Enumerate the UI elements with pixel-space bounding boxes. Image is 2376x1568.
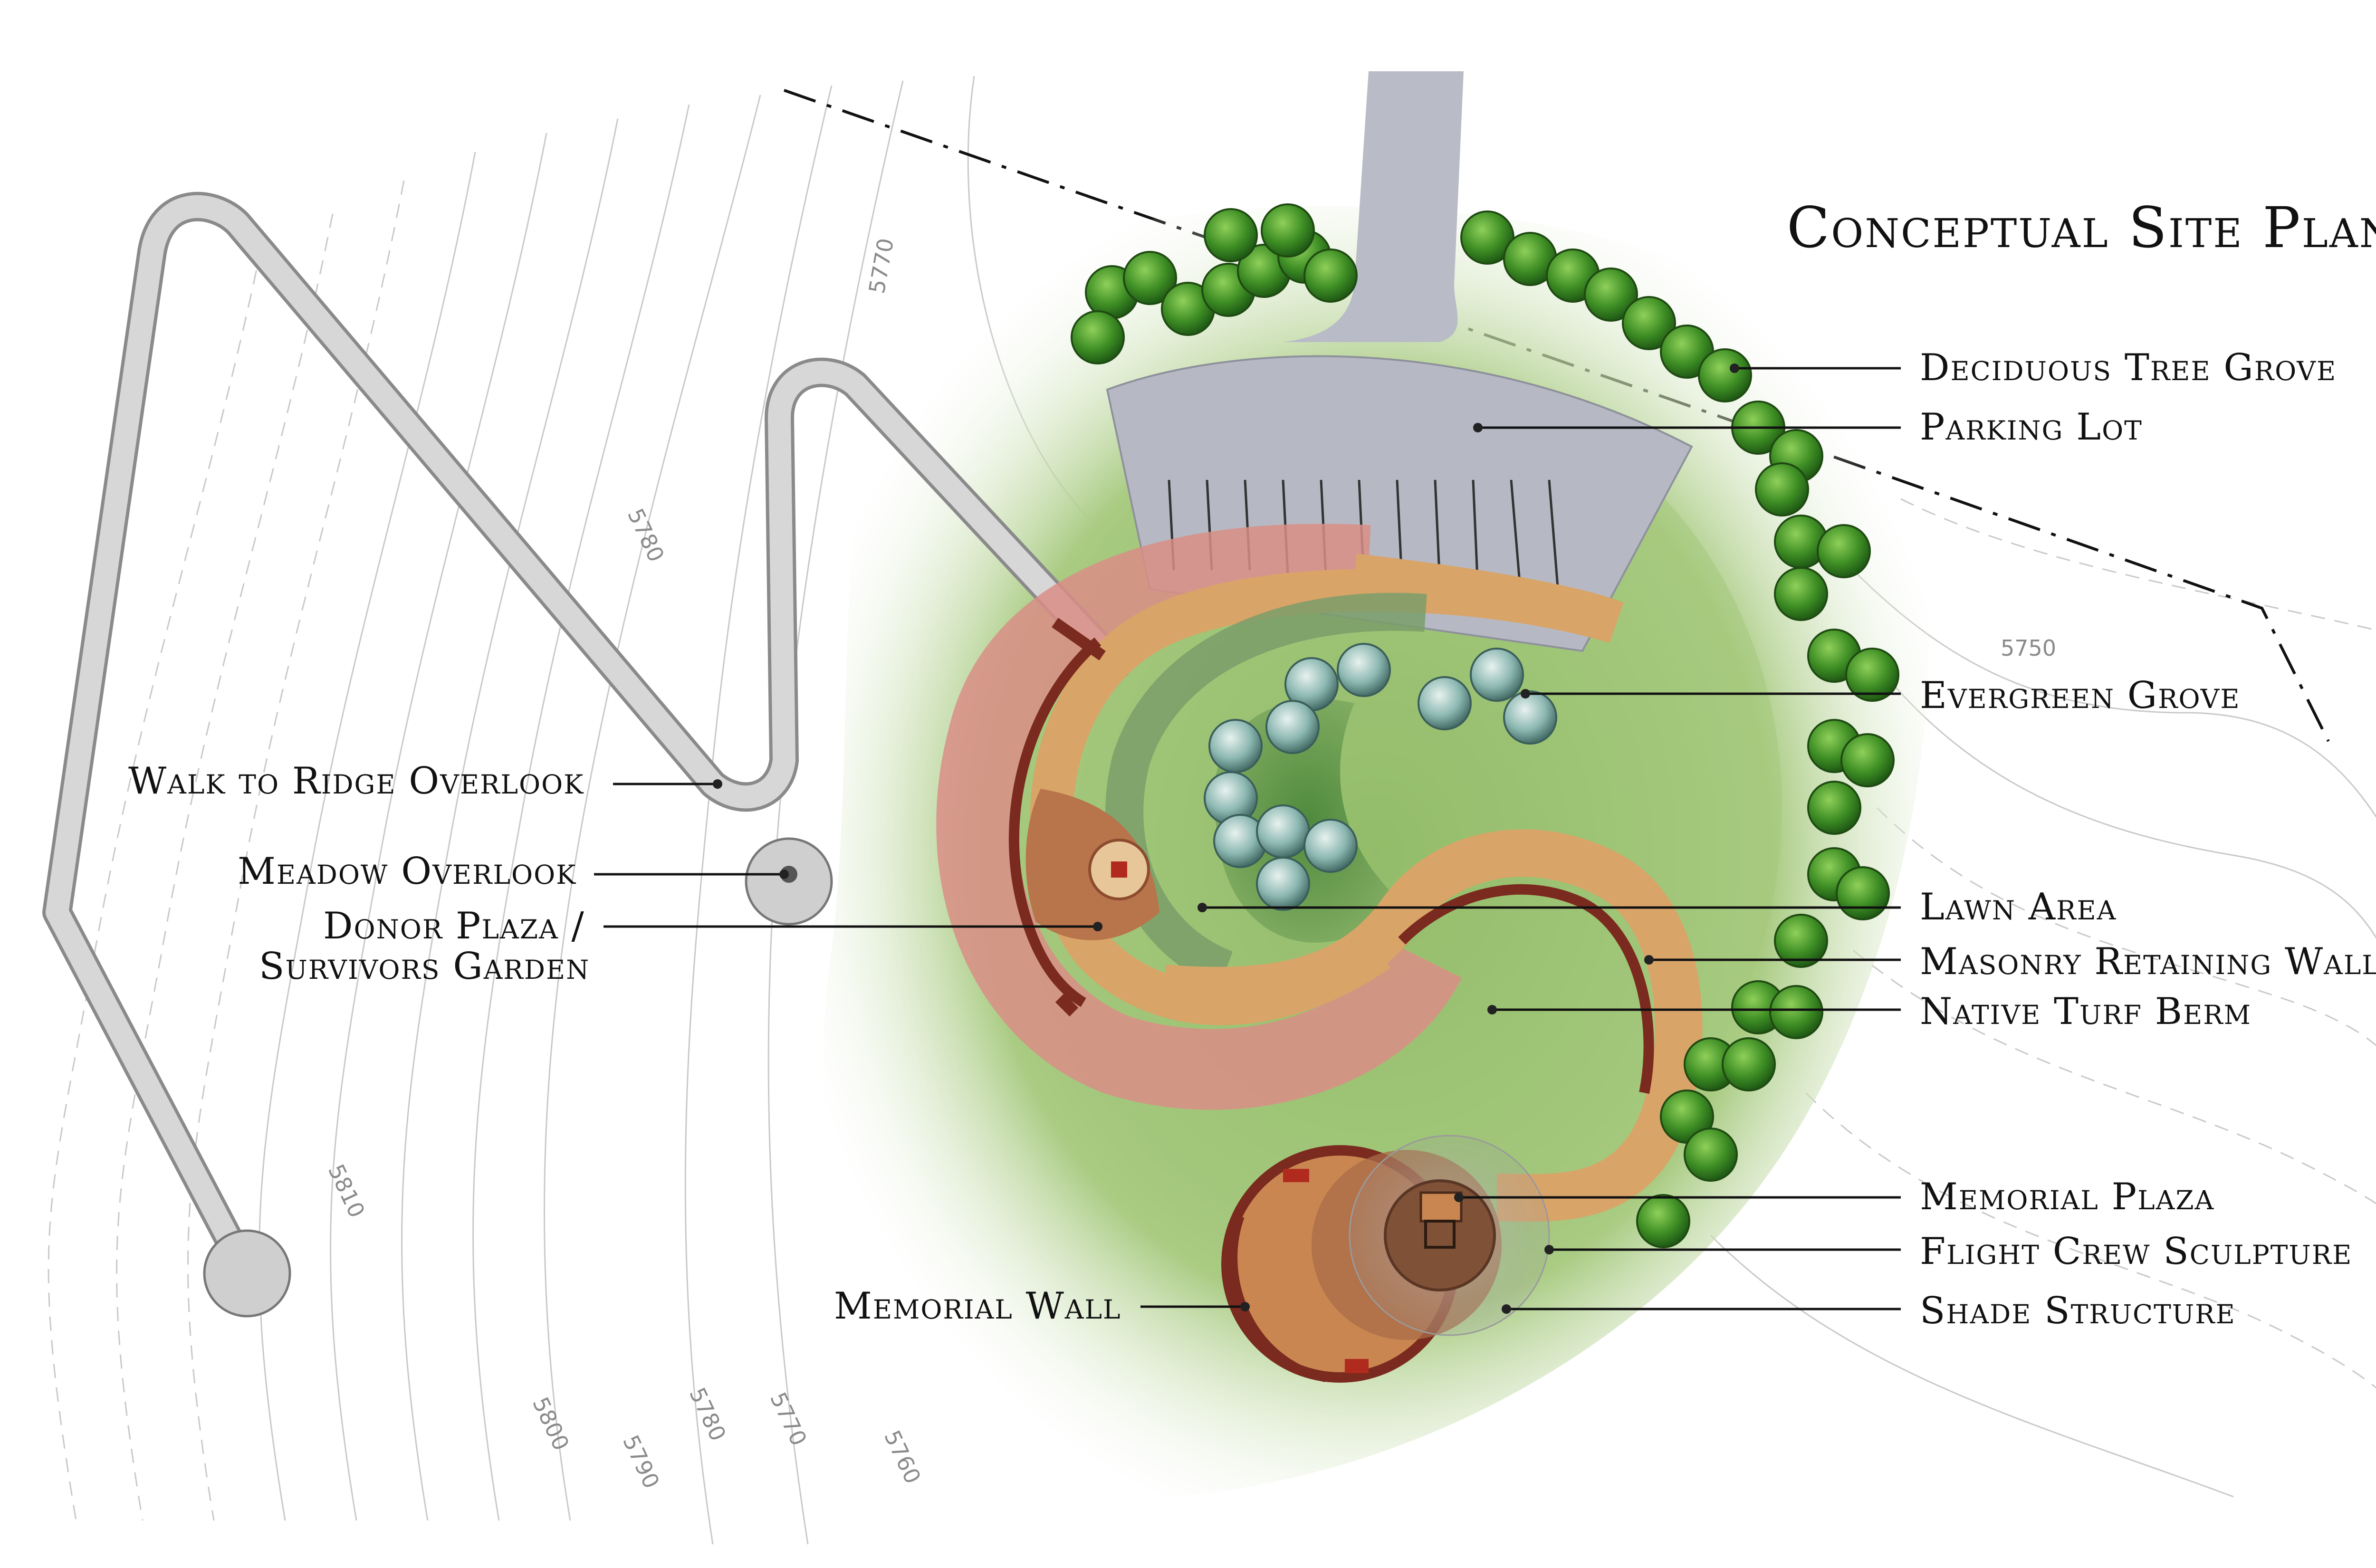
leader-dot-parking <box>1473 423 1483 432</box>
leader-dot-deciduous <box>1730 363 1739 373</box>
leader-dot-shade <box>1502 1304 1511 1314</box>
retaining-wall-upper <box>1008 637 1102 1007</box>
leader-dot-evergreen <box>1521 689 1530 698</box>
memorial-plaza-core <box>1384 1179 1496 1291</box>
contour-label-5760: 5760 <box>879 1426 926 1488</box>
memorial-wall-arc <box>1229 1214 1327 1382</box>
ornamental-grass-bed <box>1105 593 1427 987</box>
memorial-bench-2 <box>1283 1169 1309 1182</box>
donor-plaza-marker <box>1111 861 1127 878</box>
parking-access-road <box>1283 71 1464 342</box>
label-memorial-plaza: Memorial Plaza <box>1920 1176 2214 1218</box>
contour-label-5790: 5790 <box>618 1431 664 1492</box>
retaining-wall-s-curve <box>1398 884 1654 1094</box>
contour-label-5750: 5750 <box>2001 635 2056 661</box>
ridge-overlook-circle <box>203 1229 291 1318</box>
leader-dot-sculpture <box>1544 1245 1554 1254</box>
contour-label-5800: 5800 <box>527 1393 574 1454</box>
contour-label-5780-bottom: 5780 <box>684 1384 731 1445</box>
retaining-wall-stub-2 <box>1055 993 1079 1017</box>
label-walk-to-ridge-overlook: Walk to Ridge Overlook <box>128 760 584 803</box>
label-evergreen-grove: Evergreen Grove <box>1920 674 2241 717</box>
deciduous-trees <box>1071 203 1899 1248</box>
contour-label-5770-bottom: 5770 <box>765 1388 812 1450</box>
label-deciduous-tree-grove: Deciduous Tree Grove <box>1920 346 2337 389</box>
label-flight-crew-sculpture: Flight Crew Sculpture <box>1920 1230 2352 1273</box>
contour-label-5770-top: 5770 <box>864 236 899 296</box>
leader-dot-memorial-wall <box>1240 1302 1250 1311</box>
leader-dot-meadow <box>779 870 789 879</box>
label-lawn-area: Lawn Area <box>1920 886 2117 928</box>
label-donor-plaza-line1: Donor Plaza / <box>323 905 585 947</box>
contour-label-5780-top: 5780 <box>623 505 669 566</box>
label-masonry-retaining-wall: Masonry Retaining Wall <box>1920 940 2376 983</box>
leader-dot-lawn <box>1198 903 1207 912</box>
plan-title: Conceptual Site Plan <box>1787 195 2376 260</box>
leader-dot-berm <box>1487 1005 1497 1014</box>
leader-dot-donor-plaza <box>1093 922 1102 931</box>
leader-dot-walk <box>713 779 722 789</box>
contour-lines <box>48 76 2376 1545</box>
evergreen-trees <box>1204 643 1557 911</box>
label-parking-lot: Parking Lot <box>1920 406 2143 449</box>
label-native-turf-berm: Native Turf Berm <box>1920 990 2251 1033</box>
walk-path-fill <box>46 195 1128 1285</box>
label-meadow-overlook: Meadow Overlook <box>238 850 576 893</box>
s-curve-walk <box>1162 829 1703 1222</box>
label-memorial-wall: Memorial Wall <box>834 1285 1121 1328</box>
planting-bed-outer <box>936 524 1462 1110</box>
leader-dot-memorial-plaza <box>1454 1193 1464 1202</box>
memorial-bench-1 <box>1345 1359 1369 1373</box>
retaining-wall-stub <box>1052 618 1106 660</box>
label-shade-structure: Shade Structure <box>1920 1290 2236 1332</box>
flight-crew-sculpture <box>1424 1220 1456 1249</box>
contour-label-5810: 5810 <box>323 1160 370 1222</box>
leader-dot-wall <box>1644 955 1654 965</box>
label-donor-plaza-line2: Survivors Garden <box>259 945 590 988</box>
